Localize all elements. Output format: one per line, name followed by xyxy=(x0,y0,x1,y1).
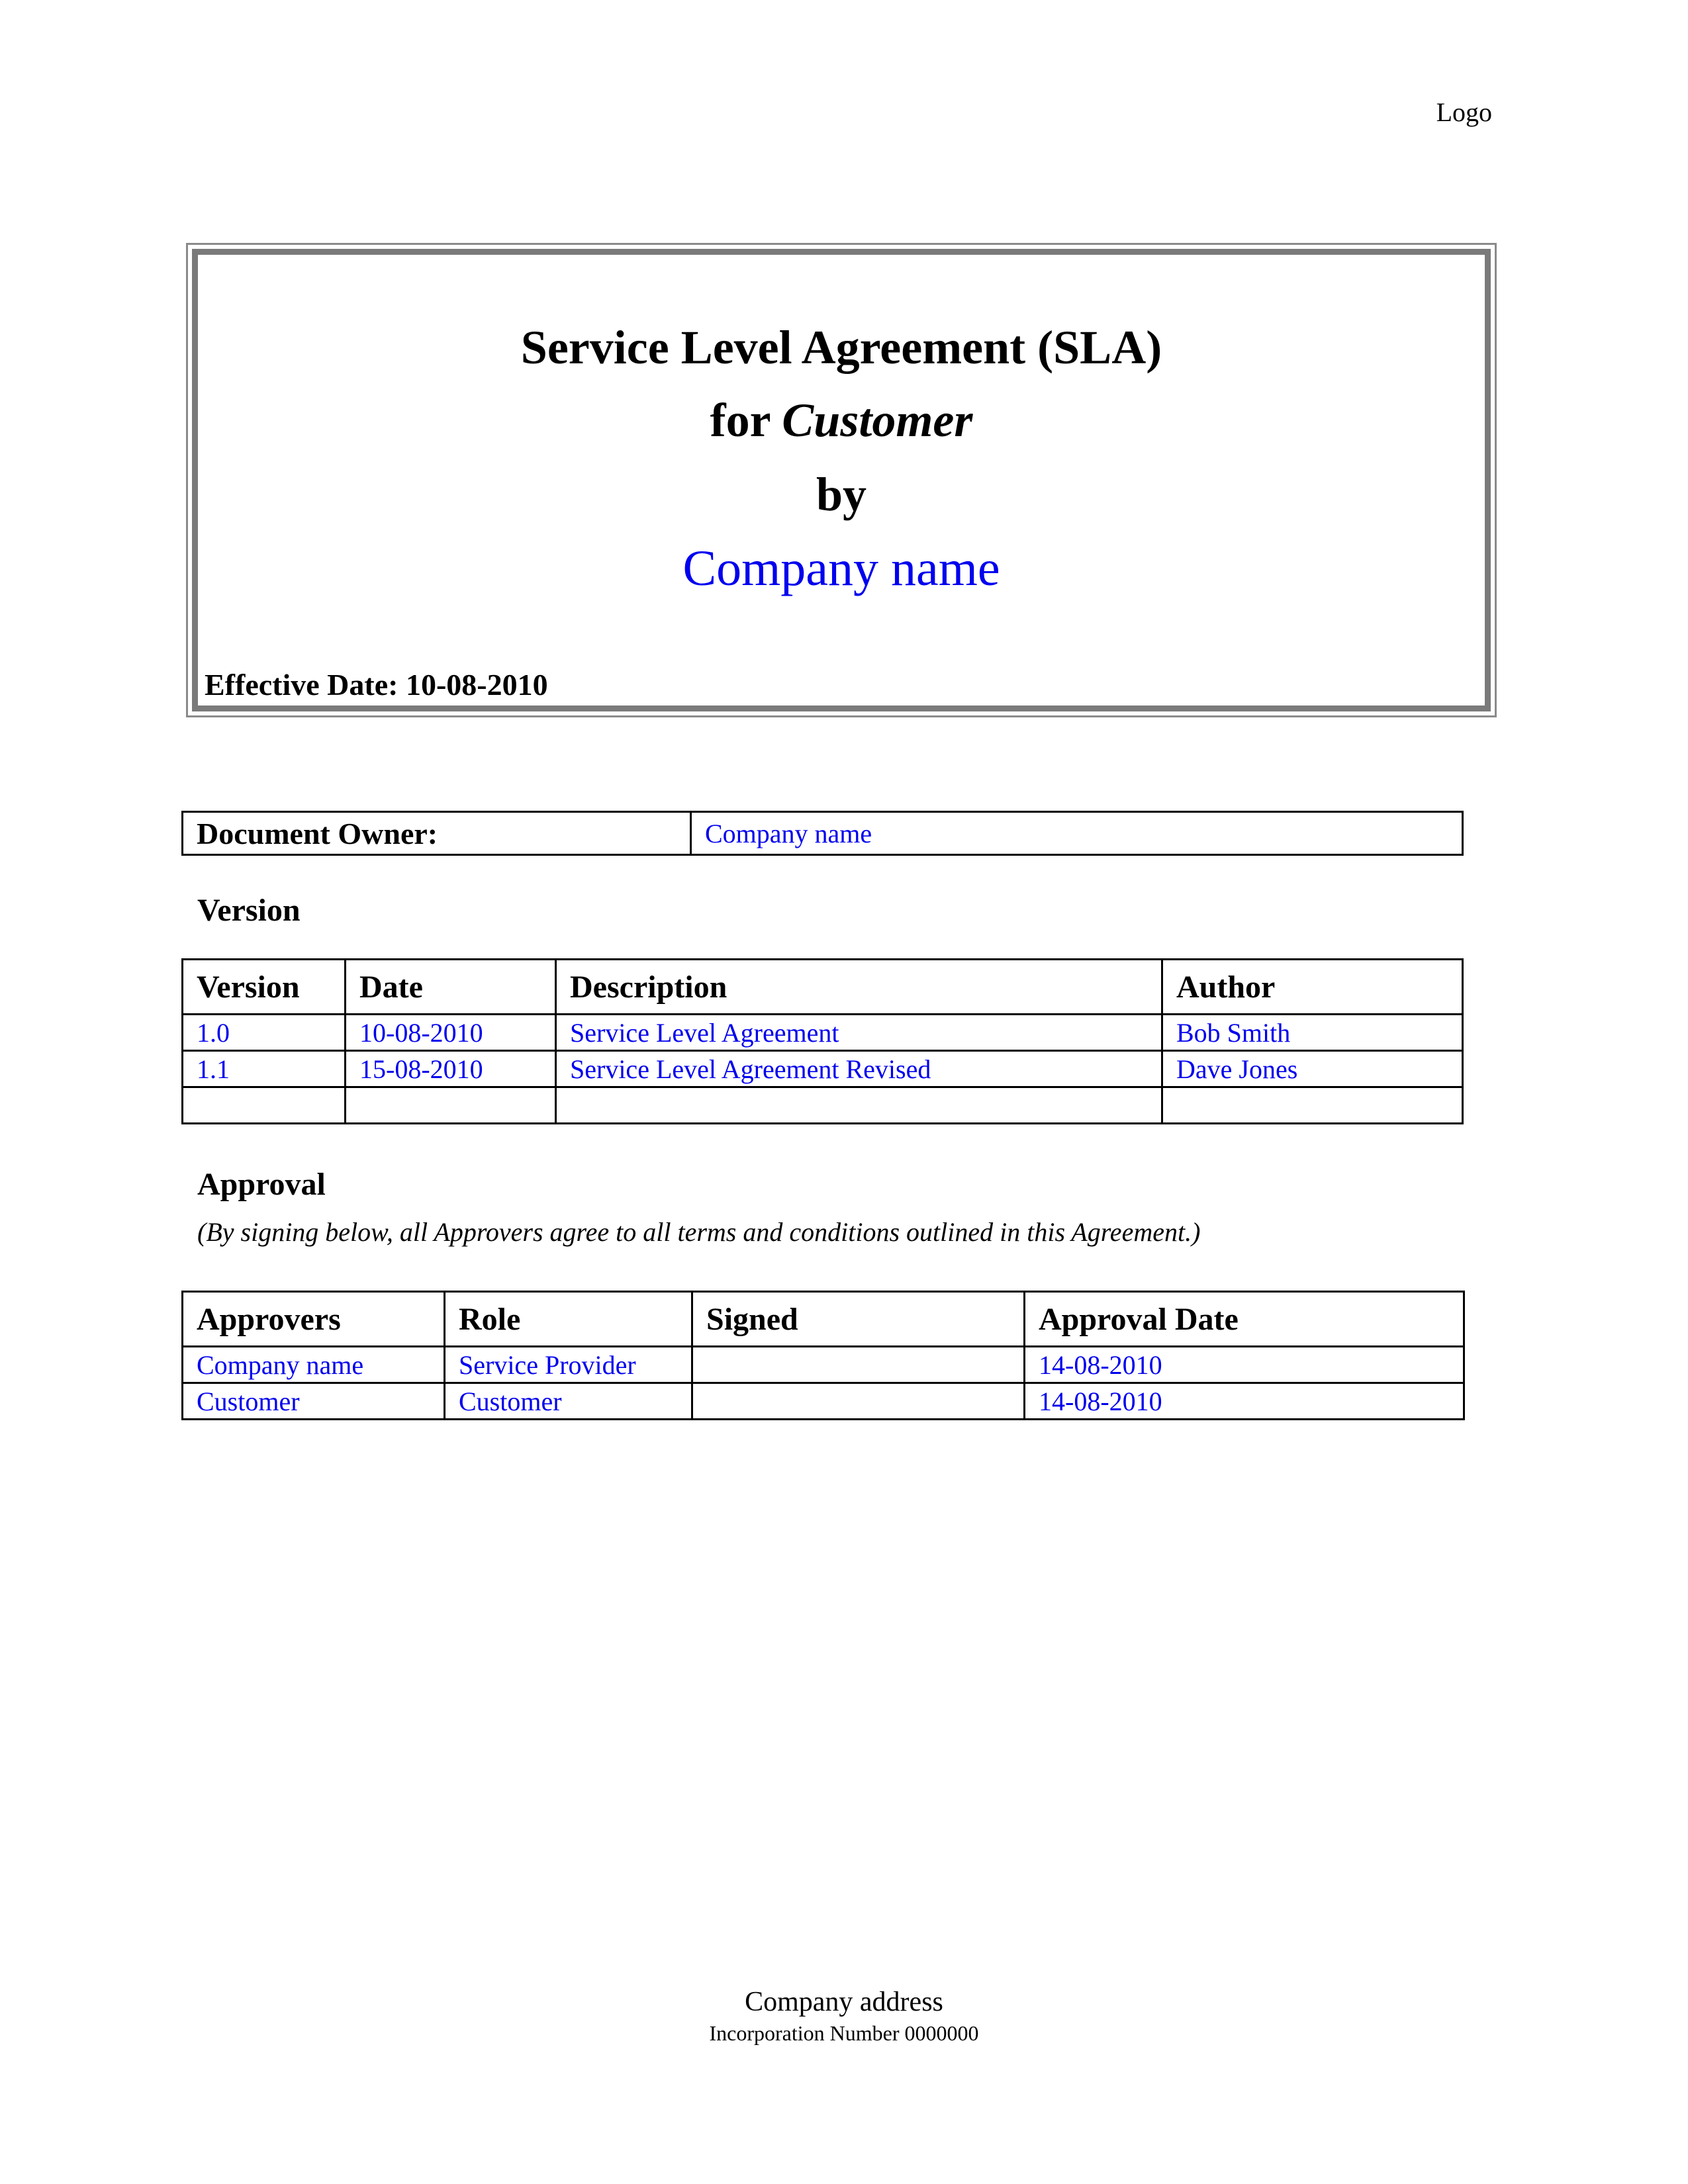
column-header: Author xyxy=(1161,958,1464,1015)
title-for-customer: for Customer xyxy=(198,396,1485,444)
table-row: Document Owner: Company name xyxy=(181,811,1464,856)
table-cell xyxy=(1161,1086,1464,1124)
title-company-name: Company name xyxy=(682,541,1000,596)
table-cell xyxy=(181,1086,346,1124)
table-cell: Company name xyxy=(181,1345,445,1384)
table-row: Company name Service Provider 14-08-2010 xyxy=(181,1345,1465,1384)
table-cell: Customer xyxy=(444,1382,693,1420)
table-row: 1.0 10-08-2010 Service Level Agreement B… xyxy=(181,1013,1464,1052)
column-header: Version xyxy=(181,958,346,1015)
table-cell: 10-08-2010 xyxy=(344,1013,557,1052)
document-owner-table: Document Owner: Company name xyxy=(181,811,1464,856)
table-cell: Customer xyxy=(181,1382,445,1420)
document-title: Service Level Agreement (SLA) xyxy=(520,321,1162,374)
column-header: Date xyxy=(344,958,557,1015)
table-row: Customer Customer 14-08-2010 xyxy=(181,1382,1465,1420)
table-cell: Service Level Agreement Revised xyxy=(555,1050,1163,1088)
table-row: 1.1 15-08-2010 Service Level Agreement R… xyxy=(181,1050,1464,1088)
footer-incorporation-number: Incorporation Number 0000000 xyxy=(709,2021,979,2045)
column-header: Role xyxy=(444,1291,693,1347)
signature-cell xyxy=(691,1345,1025,1384)
page-footer: Company address Incorporation Number 000… xyxy=(0,1988,1688,2044)
effective-date: Effective Date: 10-08-2010 xyxy=(205,668,548,702)
table-header-row: Version Date Description Author xyxy=(181,958,1464,1015)
column-header: Signed xyxy=(691,1291,1025,1347)
title-by: by xyxy=(816,468,867,521)
title-box-inner: Service Level Agreement (SLA) for Custom… xyxy=(192,249,1491,711)
table-cell: 14-08-2010 xyxy=(1023,1382,1465,1420)
table-cell: 1.1 xyxy=(181,1050,346,1088)
table-cell: Service Level Agreement xyxy=(555,1013,1163,1052)
version-heading: Version xyxy=(197,893,301,928)
document-owner-value: Company name xyxy=(690,811,1464,856)
table-cell xyxy=(555,1086,1163,1124)
table-cell xyxy=(344,1086,557,1124)
table-cell: 1.0 xyxy=(181,1013,346,1052)
table-cell: 14-08-2010 xyxy=(1023,1345,1465,1384)
table-cell: Bob Smith xyxy=(1161,1013,1464,1052)
table-cell: 15-08-2010 xyxy=(344,1050,557,1088)
approval-heading: Approval xyxy=(197,1167,326,1202)
approval-note: (By signing below, all Approvers agree t… xyxy=(197,1217,1201,1247)
table-cell: Dave Jones xyxy=(1161,1050,1464,1088)
title-box: Service Level Agreement (SLA) for Custom… xyxy=(186,243,1497,717)
title-customer: Customer xyxy=(782,394,973,447)
column-header: Description xyxy=(555,958,1163,1015)
document-owner-label: Document Owner: xyxy=(181,811,692,856)
column-header: Approval Date xyxy=(1023,1291,1465,1347)
logo-placeholder: Logo xyxy=(1436,97,1492,127)
version-table: Version Date Description Author 1.0 10-0… xyxy=(181,958,1464,1124)
column-header: Approvers xyxy=(181,1291,445,1347)
footer-address: Company address xyxy=(745,1987,943,2017)
title-for-prefix: for xyxy=(710,394,782,447)
approvers-table: Approvers Role Signed Approval Date Comp… xyxy=(181,1291,1465,1420)
table-row xyxy=(181,1086,1464,1124)
table-header-row: Approvers Role Signed Approval Date xyxy=(181,1291,1465,1347)
signature-cell xyxy=(691,1382,1025,1420)
table-cell: Service Provider xyxy=(444,1345,693,1384)
